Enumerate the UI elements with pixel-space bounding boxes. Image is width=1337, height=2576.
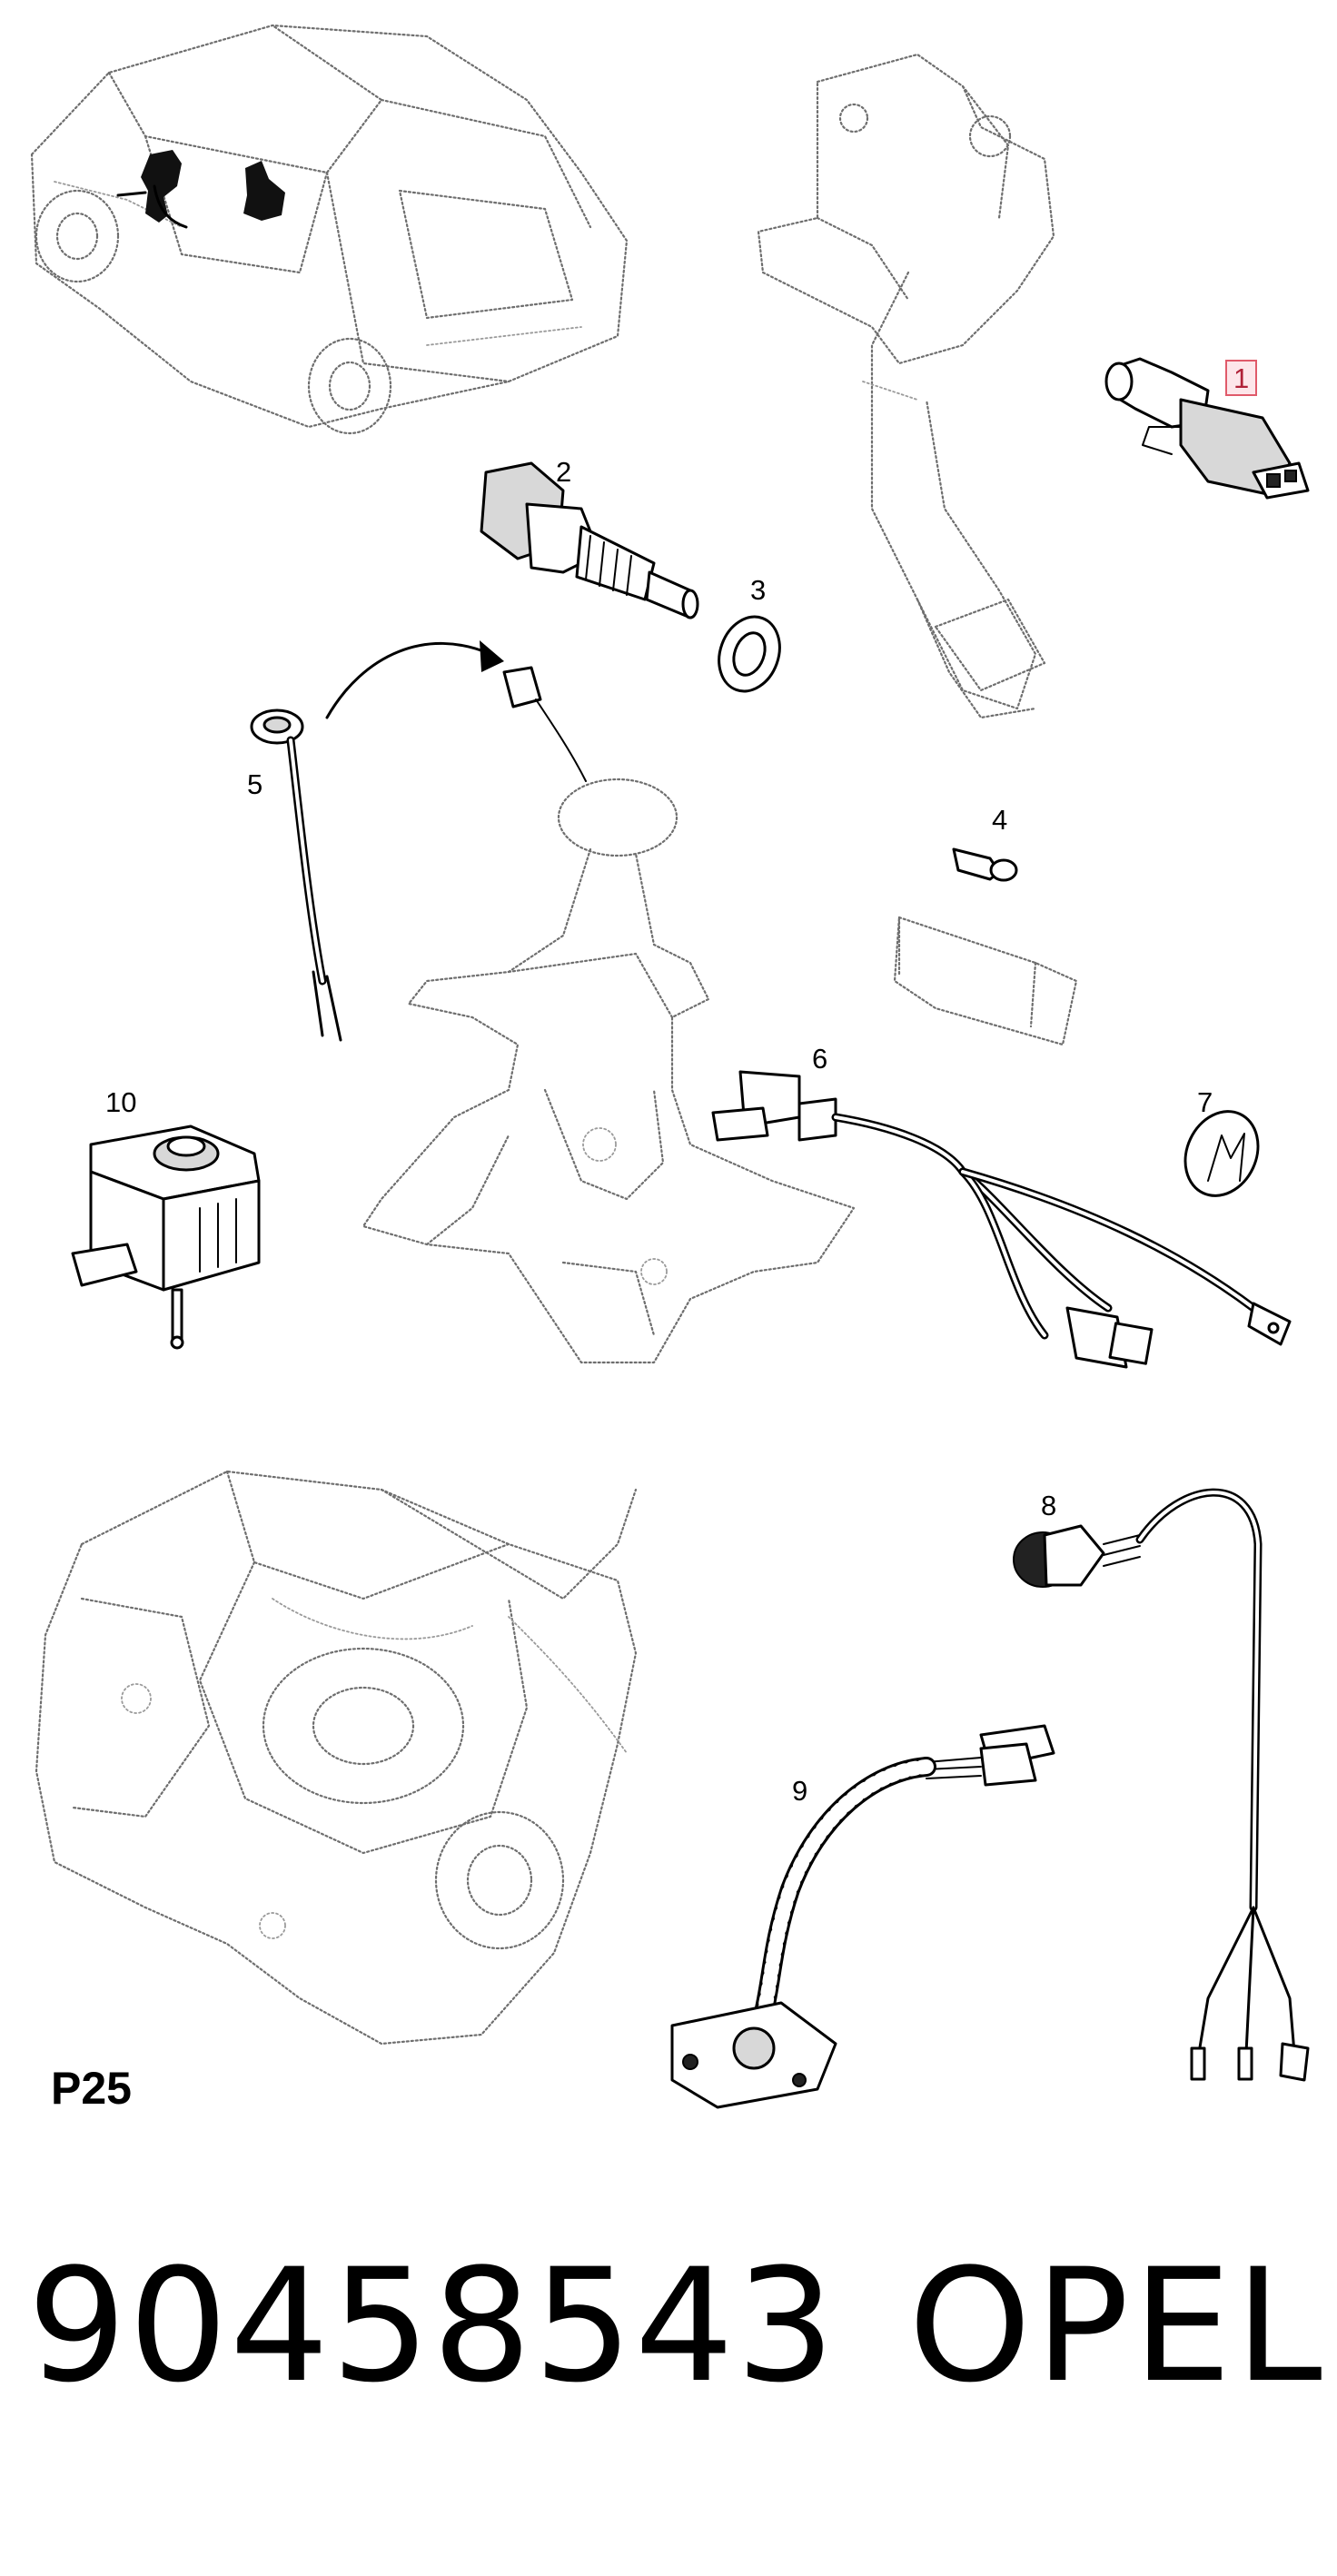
pedal-assembly-reference bbox=[757, 53, 1055, 719]
page-reference-label: P25 bbox=[51, 2063, 132, 2114]
part-9-sensor-harness bbox=[670, 1724, 1055, 2109]
part-10-switch bbox=[71, 1125, 261, 1350]
mounting-arrow bbox=[325, 640, 504, 719]
callout-7: 7 bbox=[1197, 1086, 1213, 1118]
part-6-switch-harness bbox=[711, 1070, 1292, 1369]
brand-name: OPEL bbox=[908, 2234, 1326, 2417]
gearshift-reference bbox=[361, 778, 856, 1364]
callout-6: 6 bbox=[812, 1043, 828, 1075]
part-3-washer bbox=[718, 615, 781, 693]
callout-2: 2 bbox=[556, 456, 572, 488]
callout-10: 10 bbox=[105, 1086, 137, 1118]
part-number: 90458543 bbox=[27, 2234, 837, 2417]
gearshift-lamp-connector bbox=[502, 666, 587, 782]
callout-9: 9 bbox=[792, 1775, 808, 1807]
part-8-push-button bbox=[1013, 1488, 1310, 2082]
callout-1: 1 bbox=[1225, 360, 1258, 396]
callout-5: 5 bbox=[247, 768, 263, 800]
transmission-reference bbox=[35, 1470, 638, 2046]
callout-3: 3 bbox=[750, 574, 767, 606]
vehicle-reference-illustration bbox=[30, 24, 629, 435]
part-5-bulb-holder bbox=[250, 708, 342, 1042]
part-4-bulb bbox=[893, 847, 1078, 1046]
part-1-brake-switch bbox=[1104, 357, 1310, 500]
parts-diagram bbox=[30, 24, 1310, 2109]
part-2-reversing-switch bbox=[480, 461, 699, 619]
callout-8: 8 bbox=[1041, 1490, 1057, 1521]
callout-4: 4 bbox=[992, 804, 1008, 836]
part-7-clip bbox=[1183, 1110, 1260, 1197]
